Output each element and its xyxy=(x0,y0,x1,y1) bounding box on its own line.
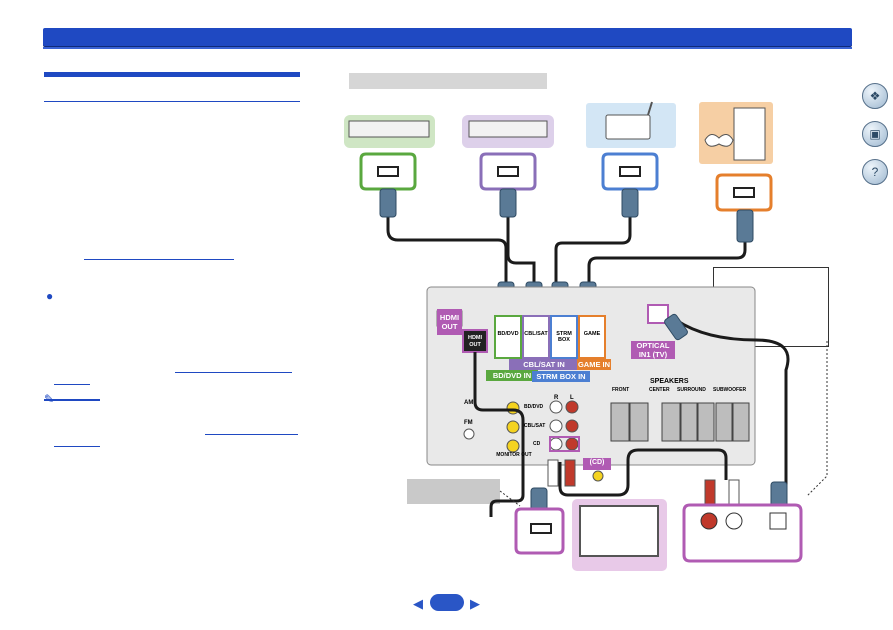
am-label: AM xyxy=(464,400,474,406)
help-icon[interactable]: ? xyxy=(862,159,888,185)
page-number xyxy=(430,594,464,611)
strm-box-in-tag: STRM BOX IN xyxy=(536,372,586,381)
book-icon[interactable]: ❖ xyxy=(862,83,888,109)
cbl-sat-in-tag: CBL/SAT IN xyxy=(523,360,565,369)
audio-l-label: L xyxy=(570,395,574,401)
section-heading-bar xyxy=(44,72,300,77)
hdmi-out-tag xyxy=(437,309,462,335)
triangle-left-icon[interactable]: ◀ xyxy=(413,596,423,611)
tv-label-box xyxy=(407,479,500,504)
cd-tag: (CD) xyxy=(589,459,605,466)
analog-cbl-sat-label: CBL/SAT xyxy=(524,423,546,429)
input-label-game: GAME xyxy=(583,331,601,337)
top-title-underline xyxy=(43,47,852,49)
link-underline-5[interactable] xyxy=(54,446,100,447)
input-label-cbl-sat: CBL/SAT xyxy=(524,331,548,337)
tv-icon xyxy=(579,505,659,557)
important-note-icon: ● xyxy=(46,289,54,303)
link-underline-2[interactable] xyxy=(175,372,292,373)
triangle-right-icon[interactable]: ▶ xyxy=(470,596,480,611)
link-underline-1[interactable] xyxy=(84,259,234,260)
cbl-box-icon xyxy=(468,120,548,138)
bd-player-icon xyxy=(348,120,430,138)
surround-label: SURROUND xyxy=(677,387,706,393)
receiver-icon[interactable]: ▣ xyxy=(862,121,888,147)
hdmi-out-label: HDMI OUT xyxy=(439,313,460,331)
optical-in-tag-line1: OPTICAL xyxy=(636,341,670,350)
bd-dvd-in-tag: BD/DVD IN xyxy=(492,371,532,380)
memo-underline xyxy=(44,399,100,401)
fm-label: FM xyxy=(464,420,473,426)
monitor-out-label: MONITOR OUT xyxy=(496,452,532,458)
game-in-tag: GAME IN xyxy=(577,360,611,369)
analog-cd-label: CD xyxy=(533,441,541,447)
section-divider xyxy=(44,101,300,102)
input-label-strm-box: STRM BOX xyxy=(556,331,572,343)
audio-r-label: R xyxy=(554,395,559,401)
analog-bd-dvd-label: BD/DVD xyxy=(524,404,544,410)
optical-callout-box xyxy=(713,267,829,347)
hdmi-out-port-label: HDMI OUT xyxy=(467,335,483,348)
center-label: CENTER xyxy=(649,387,670,393)
optical-in-tag-line2: IN1 (TV) xyxy=(638,350,668,359)
input-label-bd-dvd: BD/DVD xyxy=(497,331,519,337)
link-underline-4[interactable] xyxy=(205,434,298,435)
speakers-label: SPEAKERS xyxy=(650,378,689,385)
console-icon xyxy=(733,107,766,161)
front-label: FRONT xyxy=(612,387,630,393)
link-underline-3[interactable] xyxy=(54,384,90,385)
top-title-bar xyxy=(43,28,852,46)
diagram-caption-bar xyxy=(349,73,547,89)
subwoofer-label: SUBWOOFER xyxy=(713,387,747,393)
gamepad-icon xyxy=(704,134,734,147)
router-icon xyxy=(605,114,651,140)
